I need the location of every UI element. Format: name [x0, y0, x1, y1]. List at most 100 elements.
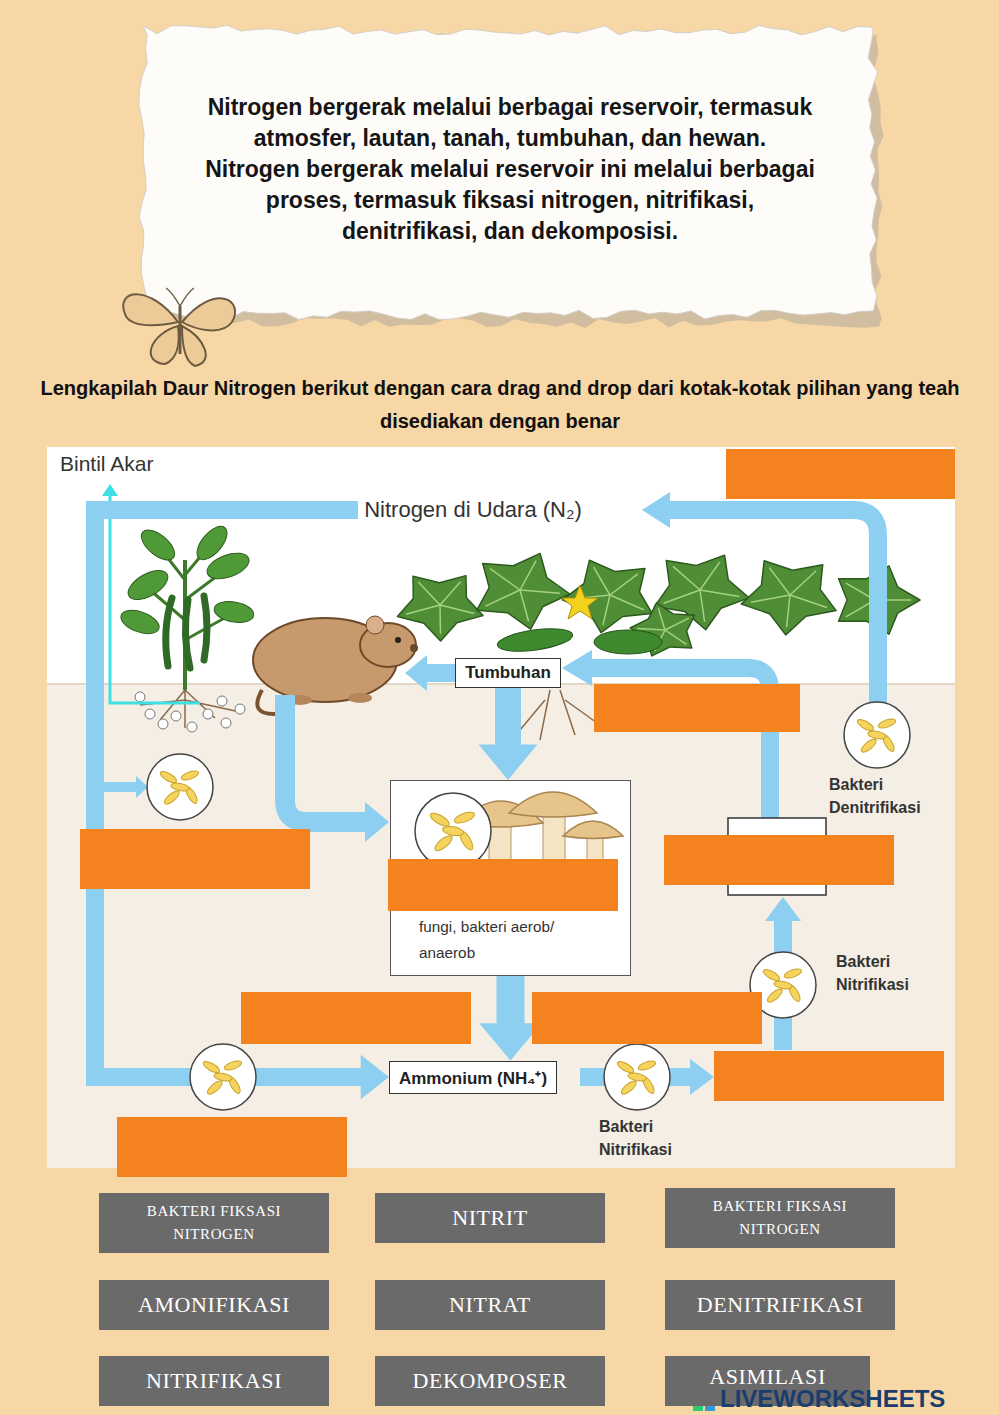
leaf-vein: [769, 568, 790, 595]
answer-tile: NITRIFIKASI: [99, 1356, 329, 1406]
legume-plant: [145, 709, 155, 719]
answer-blanks: [726, 449, 955, 499]
intro-text: Nitrogen bergerak melalui berbagai reser…: [205, 92, 815, 247]
tile-text: NITRIT: [452, 1201, 528, 1235]
bacteria-circle: [604, 1044, 670, 1110]
bacterium: [762, 967, 782, 982]
answer-blank: [388, 859, 618, 911]
leaf-vein: [610, 574, 638, 595]
bacteria-circle: [147, 754, 213, 820]
bacterium: [619, 1079, 638, 1096]
process-box: Tumbuhan: [455, 658, 561, 688]
tile-text: DEKOMPOSER: [412, 1364, 567, 1398]
flow-line: [497, 976, 525, 1025]
leaf-vein: [520, 590, 560, 593]
leaf-vein: [490, 569, 520, 590]
legume-plant: [235, 704, 245, 714]
squash-plant: [397, 553, 920, 656]
legume-plant: [135, 692, 145, 702]
butterfly-sketch: [151, 326, 179, 364]
box-text: Tumbuhan: [465, 663, 551, 683]
answer-tile: DEKOMPOSER: [375, 1356, 605, 1406]
bacterium: [856, 717, 876, 732]
cycle-arrows: [365, 802, 389, 842]
intro-note: Nitrogen bergerak melalui berbagai reser…: [135, 22, 885, 327]
leaf-vein: [486, 590, 521, 606]
cycle-arrows: [95, 492, 878, 1095]
leaf-vein: [418, 582, 440, 605]
bacteria-circle: [415, 793, 491, 869]
cycle-arrows: [690, 1059, 714, 1095]
bacteria-circle: [190, 1044, 256, 1110]
squash-leaf: [477, 553, 570, 629]
bacterium: [442, 825, 464, 837]
reservoir-text: Nitrogen di Udara (N₂): [364, 497, 582, 523]
answer-tile: DENITRIFIKASI: [665, 1280, 895, 1330]
instruction-title: Lengkapilah Daur Nitrogen berikut dengan…: [40, 372, 960, 438]
answer-blanks: [117, 1117, 347, 1177]
legume-plant: [171, 711, 181, 721]
bacterium: [877, 717, 897, 730]
bacteria-label: Bakteri Denitrifikasi: [829, 773, 954, 819]
leaf-vein: [700, 562, 720, 590]
legume-plant: [185, 600, 190, 668]
bacterium: [453, 810, 476, 825]
bacterium: [433, 833, 455, 853]
cycle-arrows: [136, 776, 148, 798]
butterfly-sketch: [182, 326, 206, 366]
leaf-vein: [520, 561, 536, 590]
squash-fruit: [520, 690, 600, 740]
rodent: [257, 690, 276, 714]
answer-blanks: [80, 449, 955, 1177]
squash-leaf: [741, 561, 836, 635]
bacteria-circle: [604, 1044, 670, 1110]
legume-plant: [217, 696, 227, 706]
leaf-vein: [751, 595, 790, 602]
flow-line: [95, 510, 363, 1077]
leaf-vein: [440, 582, 461, 606]
bacterium: [627, 1072, 646, 1082]
leaf-vein: [637, 628, 665, 630]
mushroom-cap: [563, 821, 623, 839]
legume-plant: [136, 524, 179, 565]
leaf-vein: [665, 618, 689, 630]
answer-blanks: [532, 992, 762, 1044]
rodent: [410, 644, 418, 652]
part-label: Bintil Akar: [60, 452, 153, 476]
legume-plant: [166, 598, 172, 666]
leaf-vein: [520, 590, 529, 621]
answer-tile: BAKTERI FIKSASI NITROGEN: [665, 1188, 895, 1248]
legume-plant: [158, 719, 168, 729]
legume-plant: [221, 718, 231, 728]
bacterium: [765, 987, 784, 1004]
answer-blanks: [594, 684, 800, 732]
answer-blanks: [80, 829, 310, 889]
leaf-vein: [658, 608, 665, 630]
root-nodule-pointer: [110, 494, 200, 703]
legume-plant: [203, 709, 213, 719]
bacterium: [773, 980, 792, 990]
legume-plant: [213, 599, 256, 626]
bacteria-circle: [415, 793, 491, 869]
paper-sheet: [139, 25, 878, 319]
legume-plant: [187, 722, 197, 732]
leaf-vein: [440, 605, 474, 614]
arrow-head: [361, 1055, 389, 1099]
leaf-vein: [665, 630, 686, 644]
bacterium: [428, 811, 451, 829]
watermark: LIVEWORKSHEETS: [720, 1385, 945, 1413]
legume-plant: [204, 596, 207, 660]
cycle-arrows: [765, 897, 801, 921]
bacteria-label: Bakteri Nitrifikasi: [836, 950, 946, 996]
mushroom-cap: [509, 792, 597, 817]
tile-text: DENITRIFIKASI: [697, 1288, 864, 1322]
rodent: [348, 693, 372, 703]
cycle-arrows: [562, 650, 592, 686]
squash-leaf: [562, 560, 652, 632]
legume-plant: [191, 521, 232, 564]
cycle-arrows: [642, 492, 670, 528]
arrow-head: [479, 745, 538, 780]
bacterium: [180, 769, 200, 782]
process-box: Ammonium (NH₄⁺): [389, 1061, 557, 1094]
cycle-arrows: [405, 655, 427, 691]
